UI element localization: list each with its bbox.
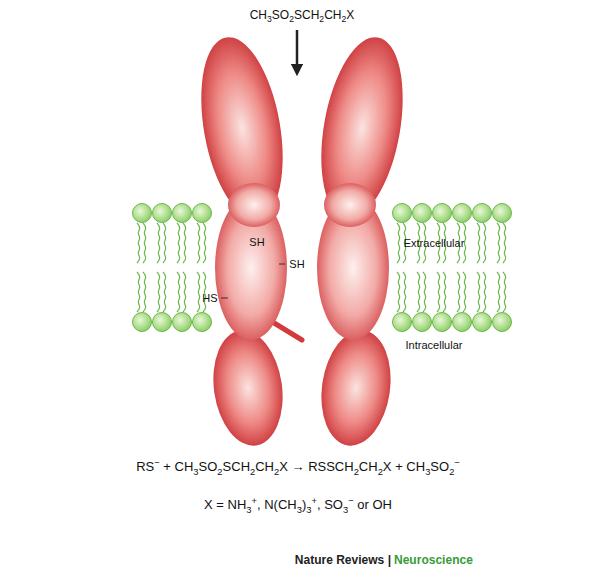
lipid-tail: [497, 223, 500, 263]
lipid-tail: [403, 272, 406, 312]
lipid-head: [393, 313, 412, 332]
lipid-head: [193, 313, 212, 332]
lipid-tail: [497, 272, 500, 312]
lipid-head: [133, 204, 152, 223]
side-label: Extracellular: [404, 237, 465, 249]
lipid-tail: [143, 272, 146, 312]
thiol-tick: [221, 298, 228, 299]
lipid-tail: [183, 272, 186, 312]
thiol-label: HS: [202, 292, 217, 304]
lipid-tail: [157, 272, 160, 312]
lipid-tail: [503, 272, 506, 312]
lipid-tail: [197, 272, 200, 312]
reagent-formula: CH3SO2SCH2CH2X: [250, 9, 355, 22]
lipid-head: [493, 313, 512, 332]
lipid-tail: [163, 272, 166, 312]
lipid-tail: [397, 223, 400, 263]
lipid-head: [453, 313, 472, 332]
reagent-arrow: [296, 30, 299, 70]
lipid-tail: [483, 223, 486, 263]
lipid-tail: [443, 272, 446, 312]
channel-subunit: [309, 31, 416, 450]
lipid-head: [153, 313, 172, 332]
lipid-head: [413, 204, 432, 223]
lipid-tail: [183, 223, 186, 263]
lipid-tail: [177, 272, 180, 312]
lipid-head: [473, 204, 492, 223]
lipid-tail: [423, 272, 426, 312]
reaction-equation: RS− + CH3SO2SCH2CH2X → RSSCH2CH2X + CH3S…: [136, 460, 460, 474]
lipid-tail: [483, 272, 486, 312]
channel-subunit: [189, 31, 302, 450]
lipid-head: [153, 204, 172, 223]
lipid-head: [133, 313, 152, 332]
lipid-head: [433, 204, 452, 223]
lipid-tail: [177, 223, 180, 263]
lipid-tail: [463, 272, 466, 312]
lipid-head: [433, 313, 452, 332]
lipid-head: [453, 204, 472, 223]
lipid-tail: [503, 223, 506, 263]
substituent-list: X = NH3+, N(CH3)3+, SO3− or OH: [204, 498, 392, 512]
lipid-tail: [477, 272, 480, 312]
lipid-tail: [457, 272, 460, 312]
side-label: Intracellular: [406, 339, 463, 351]
lipid-head: [173, 204, 192, 223]
lipid-head: [393, 204, 412, 223]
lipid-tail: [417, 272, 420, 312]
lipid-head: [193, 204, 212, 223]
lipid-head: [413, 313, 432, 332]
thiol-label: SH: [249, 236, 264, 248]
lipid-tail: [157, 223, 160, 263]
thiol-tick: [279, 264, 285, 265]
lipid-head: [493, 204, 512, 223]
lipid-tail: [397, 272, 400, 312]
lipid-head: [473, 313, 492, 332]
lipid-tail: [477, 223, 480, 263]
lipid-tail: [143, 223, 146, 263]
lipid-head: [173, 313, 192, 332]
lipid-tail: [137, 272, 140, 312]
journal-credit: Neuroscience: [394, 554, 473, 567]
lipid-tail: [203, 223, 206, 263]
lipid-tail: [137, 223, 140, 263]
journal-credit: Nature Reviews |: [295, 554, 391, 567]
lipid-tail: [437, 272, 440, 312]
lipid-tail: [197, 223, 200, 263]
lipid-tail: [163, 223, 166, 263]
thiol-label: SH: [289, 258, 304, 270]
